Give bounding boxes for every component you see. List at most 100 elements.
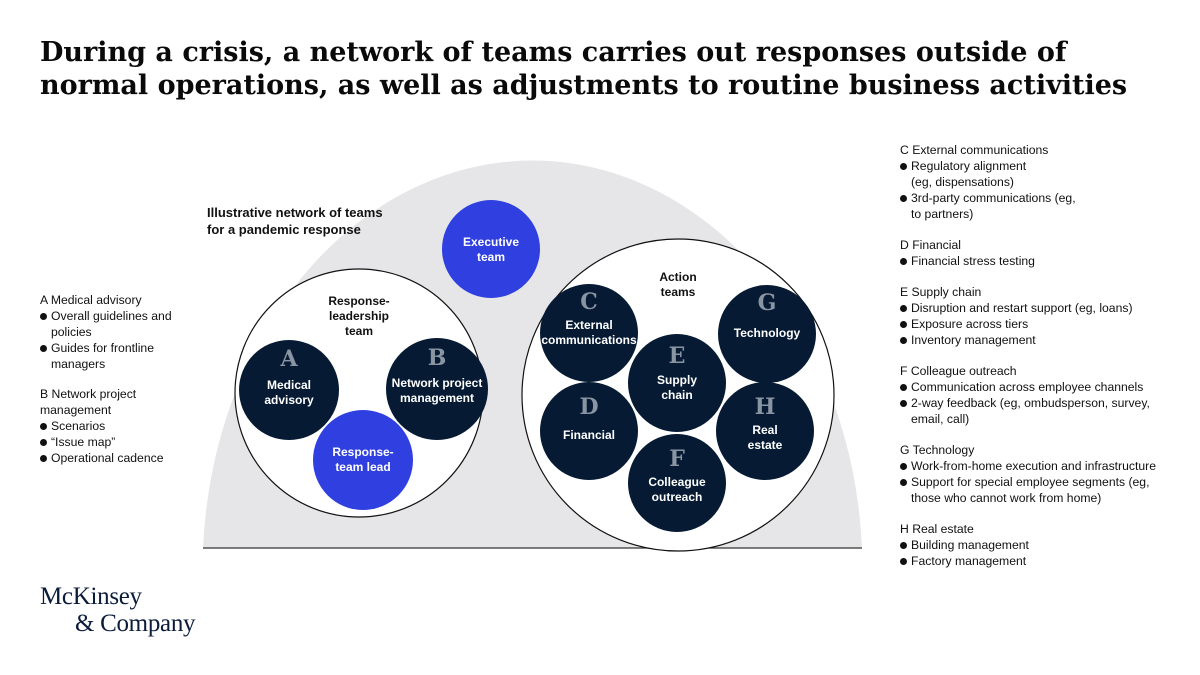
team-circle (628, 434, 726, 532)
note-title: F Colleague outreach (900, 364, 1017, 378)
team-letter: E (669, 343, 686, 369)
note-group-f: F Colleague outreach Communication acros… (900, 363, 1190, 427)
note-item: Work-from-home execution and infrastruct… (900, 458, 1190, 474)
note-item: Building management (900, 537, 1190, 553)
logo-line: McKinsey (40, 583, 142, 610)
note-list: Building management Factory management (900, 537, 1190, 569)
label-line: team (345, 324, 373, 338)
note-title: A Medical advisory (40, 293, 142, 307)
team-letter: C (580, 289, 598, 315)
team-letter: D (579, 394, 598, 420)
team-a-medical-advisory: A Medical advisory (239, 340, 339, 440)
note-item: Guides for frontline managers (40, 340, 200, 372)
team-circle (716, 382, 814, 480)
executive-team-circle (442, 200, 540, 298)
right-notes: C External communications Regulatory ali… (900, 142, 1190, 584)
executive-team-node: Executive team (442, 200, 540, 298)
label-line: team (477, 250, 505, 264)
note-title: E Supply chain (900, 285, 982, 299)
label-line: Network project (392, 376, 483, 390)
label-line: teams (661, 285, 696, 299)
label-line: Technology (734, 326, 801, 340)
team-circle (718, 285, 816, 383)
note-item: Communication across employee channels (900, 379, 1190, 395)
response-team-lead-node: Response- team lead (313, 410, 413, 510)
note-title: G Technology (900, 443, 975, 457)
team-letter: H (755, 394, 776, 420)
logo-line: & Company (75, 610, 196, 637)
note-group-d: D Financial Financial stress testing (900, 237, 1190, 269)
page-title: During a crisis, a network of teams carr… (40, 37, 1128, 101)
team-letter: B (428, 345, 447, 371)
team-h-real-estate: H Real estate (716, 382, 814, 480)
label-line: Real (752, 423, 777, 437)
label-line: management (400, 391, 474, 405)
diagram-caption: Illustrative network of teams for a pand… (207, 205, 383, 237)
note-list: Work-from-home execution and infrastruct… (900, 458, 1190, 506)
note-title: C External communications (900, 143, 1049, 157)
note-group-h: H Real estate Building management Factor… (900, 521, 1190, 569)
team-circle (540, 382, 638, 480)
note-list: Scenarios “Issue map” Operational cadenc… (40, 418, 200, 466)
mckinsey-logo: McKinsey & Company (40, 583, 196, 637)
label-line: leadership (329, 309, 389, 323)
note-item: 2-way feedback (eg, ombudsperson, survey… (900, 395, 1161, 427)
note-title: B Network project management (40, 387, 137, 417)
note-item: Inventory management (900, 332, 1190, 348)
note-item: Scenarios (40, 418, 200, 434)
note-list: Financial stress testing (900, 253, 1190, 269)
note-item: 3rd-party communications (eg, to partner… (900, 190, 1081, 222)
team-letter: F (669, 446, 685, 472)
note-title: D Financial (900, 238, 961, 252)
team-circle (628, 334, 726, 432)
label-line: team lead (335, 460, 390, 474)
note-group-c: C External communications Regulatory ali… (900, 142, 1190, 222)
note-list: Communication across employee channels 2… (900, 379, 1190, 427)
left-notes: A Medical advisory Overall guidelines an… (40, 292, 200, 480)
note-group-g: G Technology Work-from-home execution an… (900, 442, 1190, 506)
note-item: Support for special employee segments (e… (900, 474, 1171, 506)
label-line: chain (661, 388, 692, 402)
note-list: Overall guidelines and policies Guides f… (40, 308, 200, 372)
label-line: Financial (563, 428, 615, 442)
label-line: Action (659, 270, 696, 284)
label-line: External (565, 318, 612, 332)
label-line: Medical (267, 378, 311, 392)
team-d-financial: D Financial (540, 382, 638, 480)
team-letter: G (758, 290, 777, 316)
team-f-colleague-outreach: F Colleague outreach (628, 434, 726, 532)
note-item: Regulatory alignment (eg, dispensations) (900, 158, 1031, 190)
note-group-a: A Medical advisory Overall guidelines an… (40, 292, 200, 372)
team-b-network-project-management: B Network project management (386, 338, 488, 440)
team-e-supply-chain: E Supply chain (628, 334, 726, 432)
caption-line: Illustrative network of teams (207, 205, 383, 220)
label-line: Response- (332, 445, 393, 459)
note-list: Disruption and restart support (eg, loan… (900, 300, 1190, 348)
team-circle (239, 340, 339, 440)
label-line: Colleague (648, 475, 706, 489)
team-c-external-communications: C External communications (540, 284, 638, 382)
team-circle (386, 338, 488, 440)
label-line: Response- (328, 294, 389, 308)
note-title: H Real estate (900, 522, 974, 536)
team-g-technology: G Technology (718, 285, 816, 383)
note-item: Factory management (900, 553, 1190, 569)
note-item: “Issue map” (40, 434, 200, 450)
note-item: Operational cadence (40, 450, 200, 466)
note-item: Financial stress testing (900, 253, 1190, 269)
label-line: estate (748, 438, 783, 452)
response-leadership-label: Response- leadership team (328, 294, 389, 338)
note-group-e: E Supply chain Disruption and restart su… (900, 284, 1190, 348)
label-line: Executive (463, 235, 519, 249)
note-item: Overall guidelines and policies (40, 308, 200, 340)
label-line: outreach (652, 490, 703, 504)
caption-line: for a pandemic response (207, 222, 361, 237)
note-group-b: B Network project management Scenarios “… (40, 386, 200, 466)
team-circle (540, 284, 638, 382)
note-item: Exposure across tiers (900, 316, 1190, 332)
action-teams-label: Action teams (659, 270, 696, 299)
team-letter: A (279, 346, 298, 372)
label-line: Supply (657, 373, 697, 387)
label-line: advisory (264, 393, 314, 407)
